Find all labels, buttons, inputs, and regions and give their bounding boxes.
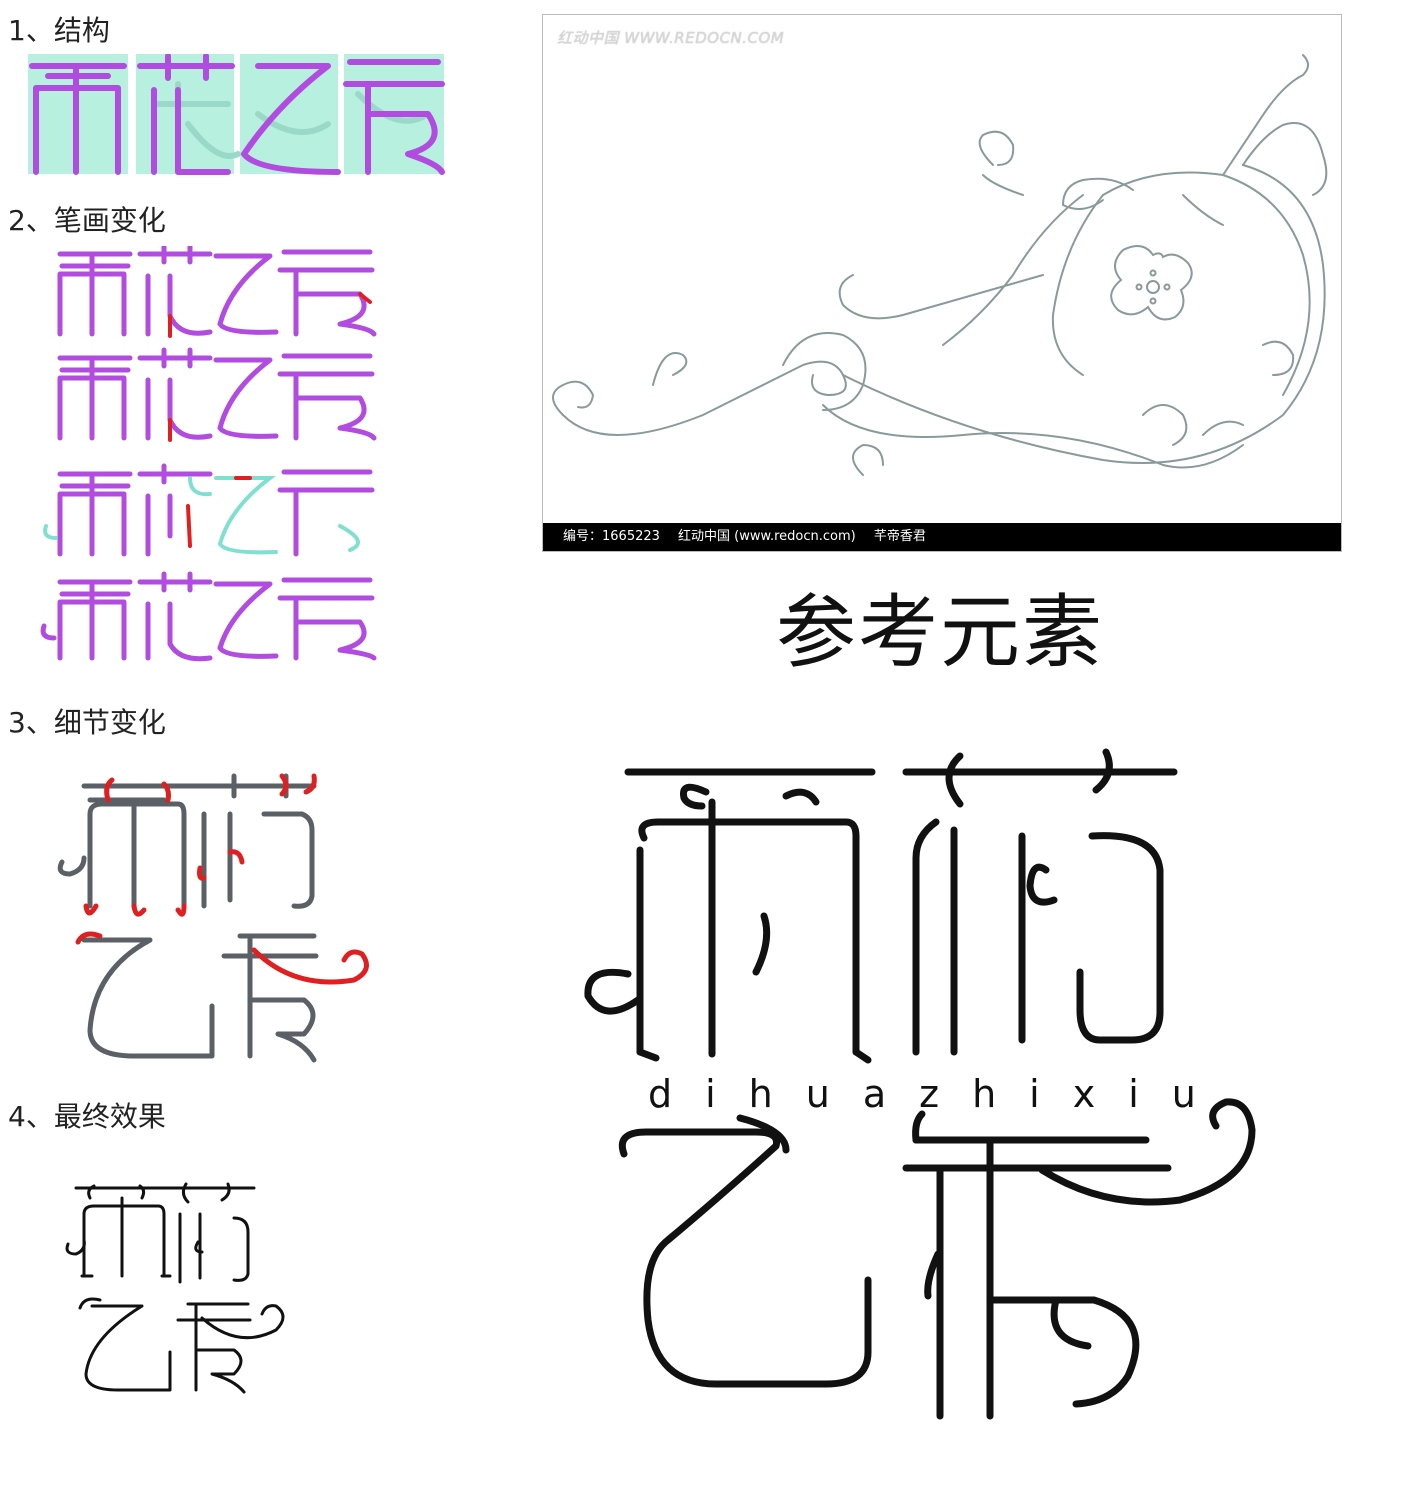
ornament-drawing (552, 54, 1328, 476)
step-4-label: 4、最终效果 (8, 1100, 166, 1133)
final-effect-large (576, 740, 1266, 1430)
stroke-variation-illustration (40, 246, 380, 666)
pinyin-label: dihuazhixiu (648, 1072, 1229, 1116)
reference-caption-id: 编号：1665223 (563, 529, 660, 544)
step-1-label: 1、结构 (8, 14, 110, 47)
reference-image: 红动中国 WWW.REDOCN.COM (542, 14, 1342, 552)
structure-illustration (28, 54, 448, 176)
final-effect-small (62, 1178, 292, 1398)
reference-caption-site: 红动中国 (www.redocn.com) (678, 529, 856, 544)
step-3-label: 3、细节变化 (8, 706, 166, 739)
reference-watermark: 红动中国 WWW.REDOCN.COM (557, 29, 785, 47)
reference-caption-author: 芊帝香君 (873, 529, 926, 544)
reference-title: 参考元素 (776, 586, 1104, 679)
step-2-label: 2、笔画变化 (8, 204, 166, 237)
reference-caption: 编号：1665223 红动中国 (www.redocn.com) 芊帝香君 (543, 523, 1341, 551)
detail-variation-illustration (54, 770, 374, 1070)
